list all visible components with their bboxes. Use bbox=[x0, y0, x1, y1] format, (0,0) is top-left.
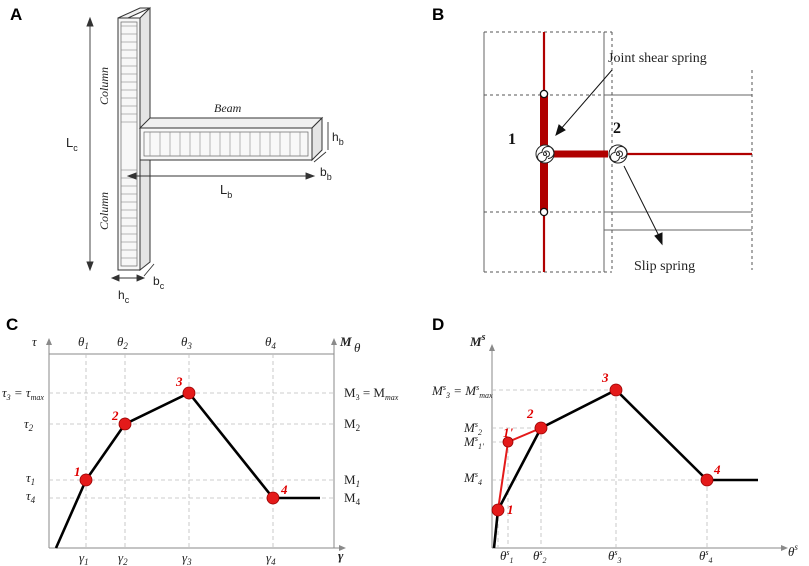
c-bottom-gamma-3: γ3 bbox=[182, 550, 192, 566]
gamma-axis-label: γ bbox=[338, 548, 344, 563]
hc-label: hc bbox=[118, 288, 130, 305]
d-point-4-label: 4 bbox=[713, 462, 721, 477]
panel-d-axes bbox=[489, 344, 788, 551]
d-point-1p-label: 1' bbox=[503, 425, 514, 440]
panel-c-axes bbox=[46, 338, 346, 551]
beam-drawing bbox=[138, 116, 324, 162]
d-left-mp1: Ms1' bbox=[463, 434, 484, 451]
d-theta-axis-label: θs bbox=[788, 542, 798, 559]
d-bottom-theta-3: θs3 bbox=[608, 548, 622, 565]
d-m-axis-label: Ms bbox=[469, 332, 486, 349]
dim-lb bbox=[126, 172, 316, 180]
dim-bc bbox=[143, 263, 155, 277]
d-bottom-theta-1: θs1 bbox=[500, 548, 514, 565]
slip-spring-icon bbox=[608, 144, 628, 164]
panel-c-grid bbox=[49, 354, 334, 548]
slip-spring-label: Slip spring bbox=[634, 259, 695, 274]
c-right-m1: M1 bbox=[344, 472, 360, 489]
column-label-bottom: Column bbox=[97, 192, 111, 230]
panel-a: A Lc Column Column Beam bbox=[10, 5, 344, 305]
d-left-ms2: Ms2 bbox=[463, 420, 482, 437]
c-top-theta-1: θ1 bbox=[78, 334, 89, 351]
d-bottom-theta-2: θs2 bbox=[533, 548, 547, 565]
m-axis-label: M bbox=[339, 334, 352, 349]
d-ms3-eq: Ms3 = Msmax bbox=[431, 383, 493, 400]
c-left-tau4: τ4 bbox=[26, 488, 36, 505]
c-top-theta-4: θ4 bbox=[265, 334, 276, 351]
c-top-theta-3: θ3 bbox=[181, 334, 192, 351]
dim-bb bbox=[313, 151, 327, 163]
c-bottom-gamma-1: γ1 bbox=[79, 550, 89, 566]
joint-shear-spring-icon bbox=[535, 144, 555, 164]
panel-d: D bbox=[431, 315, 798, 565]
callout-arrows bbox=[555, 69, 663, 246]
d-bottom-theta-4: θs4 bbox=[699, 548, 713, 565]
panel-d-grid bbox=[492, 389, 708, 548]
joint-members bbox=[539, 32, 752, 272]
panel-c-curve bbox=[54, 391, 320, 549]
theta-axis-label: θ bbox=[354, 340, 361, 355]
hb-label: hb bbox=[332, 130, 344, 147]
column-label-top: Column bbox=[97, 67, 111, 105]
tau-axis-label: τ bbox=[32, 334, 38, 349]
panel-c-points bbox=[79, 386, 280, 505]
panel-c-letter: C bbox=[6, 315, 18, 334]
c-right-m3: M3 = Mmax bbox=[344, 385, 399, 402]
c-point-2-label: 2 bbox=[111, 408, 119, 423]
d-point-1-label: 1 bbox=[507, 502, 514, 517]
c-top-theta-2: θ2 bbox=[117, 334, 128, 351]
node-2-label: 2 bbox=[613, 120, 621, 137]
node-1-label: 1 bbox=[508, 131, 516, 148]
joint-shear-spring-label: Joint shear spring bbox=[608, 51, 707, 66]
c-bottom-gamma-2: γ2 bbox=[118, 550, 128, 566]
c-right-m2: M2 bbox=[344, 416, 360, 433]
c-point-1-label: 1 bbox=[74, 464, 81, 479]
c-left-tau1: τ1 bbox=[26, 470, 35, 487]
panel-b: B bbox=[432, 5, 753, 274]
d-point-2-label: 2 bbox=[526, 406, 534, 421]
panel-c: C 1 bbox=[2, 315, 399, 566]
c-left-tau2: τ2 bbox=[24, 416, 34, 433]
panel-b-letter: B bbox=[432, 5, 444, 24]
c-point-3-label: 3 bbox=[175, 374, 183, 389]
beam-label: Beam bbox=[214, 101, 242, 115]
dim-hc bbox=[110, 274, 146, 282]
panel-a-letter: A bbox=[10, 5, 22, 24]
c-right-m4: M4 bbox=[344, 490, 361, 507]
d-point-3-label: 3 bbox=[601, 370, 609, 385]
c-point-4-label: 4 bbox=[280, 482, 288, 497]
c-bottom-gamma-4: γ4 bbox=[266, 550, 276, 566]
panel-d-points bbox=[491, 383, 714, 517]
bb-label: bb bbox=[320, 165, 332, 182]
c-left-tau3: τ3 = τmax bbox=[2, 385, 44, 402]
dim-lc bbox=[86, 16, 94, 272]
lc-label: Lc bbox=[66, 135, 78, 153]
panel-d-letter: D bbox=[432, 315, 444, 334]
d-left-ms4: Ms4 bbox=[463, 470, 482, 487]
bc-label: bc bbox=[153, 274, 165, 291]
lb-label: Lb bbox=[220, 182, 232, 200]
